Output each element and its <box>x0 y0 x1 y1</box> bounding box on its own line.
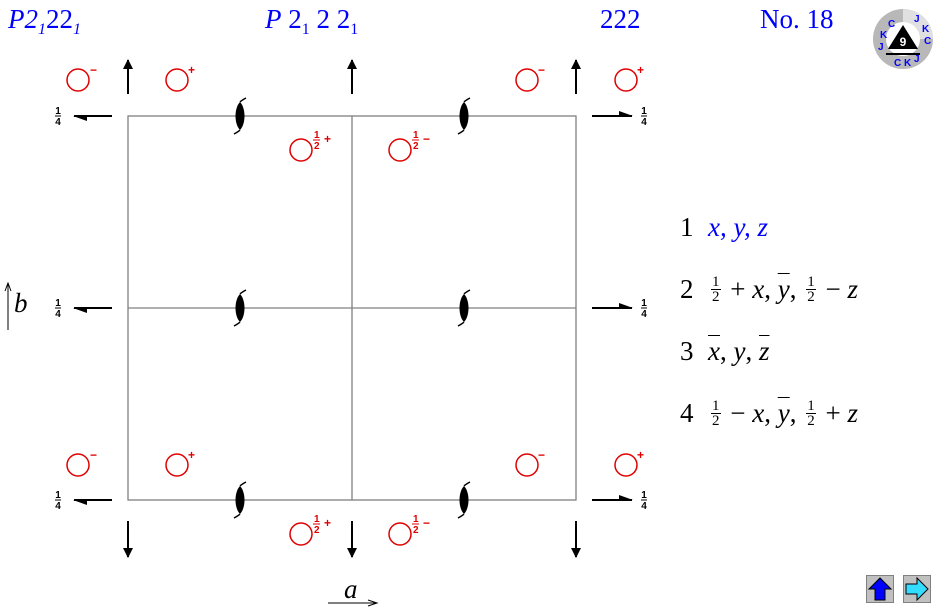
svg-text:1: 1 <box>413 130 419 141</box>
operation-text[interactable]: x, y, z <box>708 335 770 366</box>
svg-text:C: C <box>888 19 895 30</box>
svg-text:2: 2 <box>413 141 419 152</box>
svg-text:K: K <box>880 30 888 41</box>
position-signs: − + − + − + − + 12+ 12− 12+ 12− <box>90 63 644 536</box>
operation-number: 1 <box>680 211 694 242</box>
svg-text:1: 1 <box>641 106 647 117</box>
svg-text:2: 2 <box>314 525 320 536</box>
svg-text:+: + <box>637 448 644 462</box>
svg-text:J: J <box>878 42 884 53</box>
svg-text:C: C <box>924 36 931 47</box>
svg-text:K: K <box>922 24 930 35</box>
svg-text:C: C <box>894 58 901 69</box>
jkc-logo-icon: 9 J K C J K C C K J <box>873 9 933 69</box>
svg-text:J: J <box>914 14 920 25</box>
point-group: 222 <box>600 4 641 34</box>
svg-text:K: K <box>904 58 912 69</box>
screw-axis-arrows <box>73 111 633 505</box>
symmetry-diagram: 14 14 14 14 14 14 − + − + − + − + 12+ 12… <box>4 59 647 607</box>
operation-number: 2 <box>680 273 694 304</box>
svg-text:1: 1 <box>413 514 419 525</box>
unit-cell <box>127 115 577 501</box>
svg-text:4: 4 <box>641 501 647 512</box>
svg-text:J: J <box>914 54 920 65</box>
svg-text:2: 2 <box>314 141 320 152</box>
jkc-logo[interactable]: 9 J K C J K C C K J <box>872 8 934 70</box>
space-group-number: No. 18 <box>760 4 834 34</box>
b-axis-label: b <box>14 288 28 318</box>
b-axis-arrow <box>4 281 12 330</box>
up-arrow-icon <box>867 577 893 601</box>
full-hm-symbol: P 21 2 21 <box>265 4 359 38</box>
svg-text:−: − <box>423 516 430 530</box>
a-axis-label: a <box>344 574 358 604</box>
svg-text:1: 1 <box>55 490 61 501</box>
svg-text:−: − <box>538 63 545 77</box>
equivalent-positions <box>66 68 638 546</box>
a-axis-arrow <box>328 599 379 607</box>
svg-text:4: 4 <box>55 501 61 512</box>
svg-text:4: 4 <box>641 309 647 320</box>
next-button[interactable] <box>903 575 931 603</box>
svg-text:4: 4 <box>641 117 647 128</box>
height-labels: 14 14 14 14 14 14 <box>55 106 647 512</box>
svg-text:−: − <box>90 448 97 462</box>
symmetry-operation-3: 3 x, y, z <box>680 320 858 382</box>
short-hm-symbol: P21221 <box>8 4 81 38</box>
svg-text:1: 1 <box>314 514 320 525</box>
svg-text:4: 4 <box>55 309 61 320</box>
right-arrow-icon <box>905 576 929 602</box>
svg-text:+: + <box>637 63 644 77</box>
svg-text:1: 1 <box>55 298 61 309</box>
svg-text:−: − <box>423 132 430 146</box>
svg-text:9: 9 <box>900 35 907 49</box>
svg-text:4: 4 <box>55 117 61 128</box>
svg-text:−: − <box>90 63 97 77</box>
operation-number: 3 <box>680 335 694 366</box>
svg-text:+: + <box>188 63 195 77</box>
up-button[interactable] <box>866 575 894 603</box>
twofold-axis-arrows <box>123 59 581 558</box>
svg-text:+: + <box>324 132 331 146</box>
operation-number: 4 <box>680 397 694 428</box>
svg-text:+: + <box>324 516 331 530</box>
svg-text:+: + <box>188 448 195 462</box>
symmetry-operation-1: 1 x, y, z <box>680 196 858 258</box>
svg-text:2: 2 <box>413 525 419 536</box>
svg-text:1: 1 <box>641 298 647 309</box>
svg-text:−: − <box>538 448 545 462</box>
operation-text[interactable]: x, y, z <box>708 211 768 242</box>
svg-text:1: 1 <box>55 106 61 117</box>
svg-text:1: 1 <box>314 130 320 141</box>
svg-text:1: 1 <box>641 490 647 501</box>
